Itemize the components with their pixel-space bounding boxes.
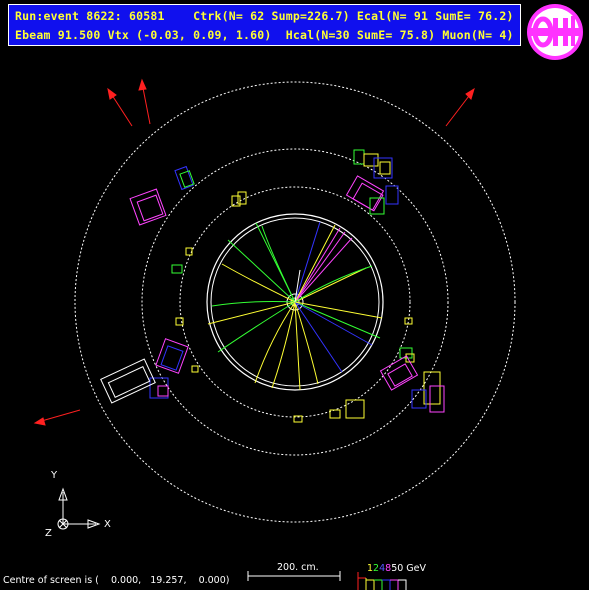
axis-z-label: Z [45, 528, 52, 539]
axis-y-label: Y [51, 470, 58, 481]
tracks [207, 221, 383, 391]
hcal-towers [100, 149, 445, 419]
ecal-clusters [171, 191, 415, 423]
energy-scale-50: 50 GeV [391, 563, 427, 574]
axis-x-label: X [104, 519, 111, 530]
centre-of-screen-text: Centre of screen is ( 0.000, 19.257, 0.0… [3, 575, 230, 586]
header-line-1: Run:event 8622: 60581 Ctrk(N= 62 Sump=22… [15, 9, 514, 23]
energy-scale-8: 8 [385, 563, 392, 574]
event-header: Run:event 8622: 60581 Ctrk(N= 62 Sump=22… [8, 4, 521, 46]
energy-scale-bars [357, 572, 407, 590]
hcal-outer-ring [141, 148, 449, 456]
energy-scale-1: 1 [367, 563, 374, 574]
energy-scale-4: 4 [379, 563, 386, 574]
tracker-inner [210, 217, 380, 387]
energy-scale-2: 2 [373, 563, 380, 574]
muon-ring [74, 81, 516, 523]
tracker-outer [206, 213, 384, 391]
scale-bar [247, 571, 341, 581]
ecal-ring [179, 186, 411, 418]
energy-scale-labels: 124850 GeV [367, 563, 426, 574]
header-line-2: Ebeam 91.500 Vtx (-0.03, 0.09, 1.60) Hca… [15, 28, 514, 42]
opal-logo [527, 4, 583, 60]
muon-tracks [33, 78, 475, 426]
scale-label: 200. cm. [277, 562, 319, 573]
axes-indicator [57, 487, 101, 530]
